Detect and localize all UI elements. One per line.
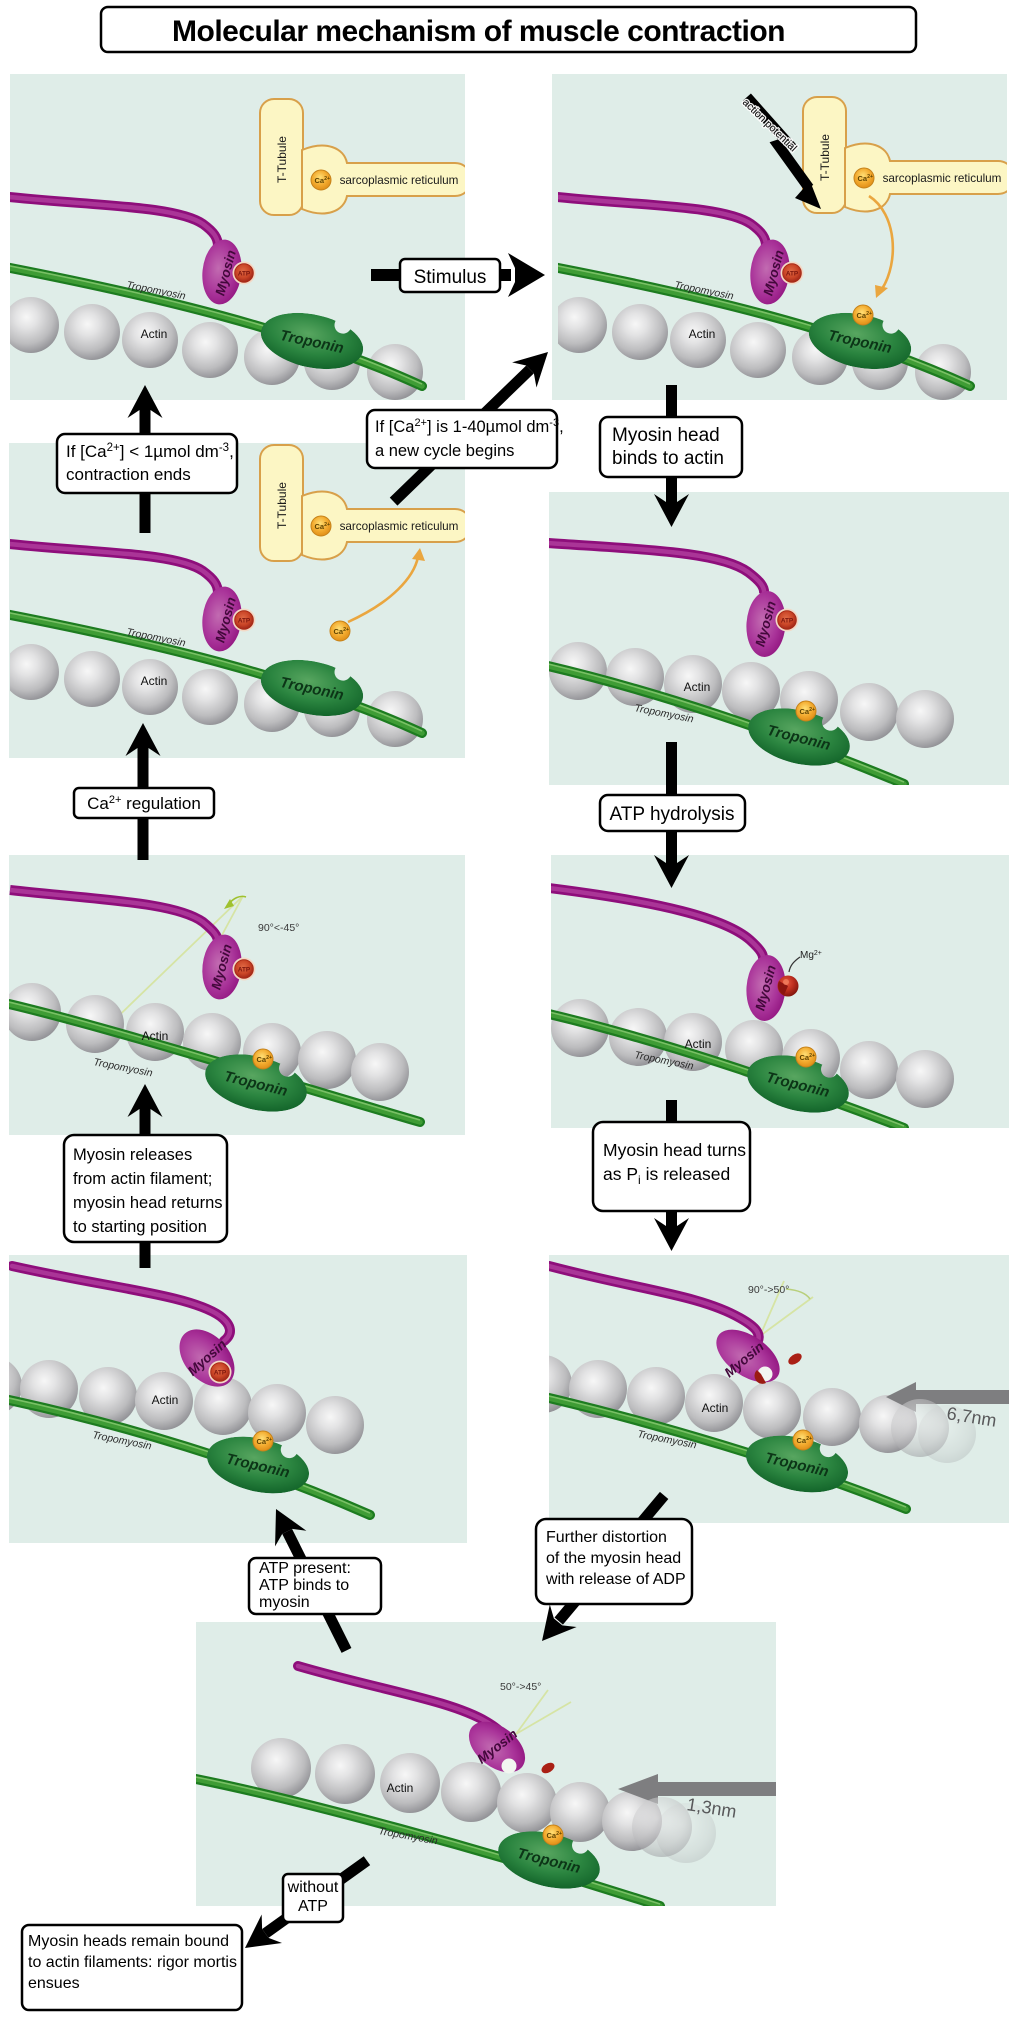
svg-text:If [Ca2+] < 1µmol dm-3,: If [Ca2+] < 1µmol dm-3, [66, 442, 234, 461]
svg-text:myosin: myosin [259, 1594, 310, 1611]
svg-text:Myosin releases: Myosin releases [73, 1146, 192, 1164]
svg-text:Actin: Actin [685, 1037, 712, 1051]
svg-text:Actin: Actin [387, 1781, 414, 1795]
svg-text:Actin: Actin [152, 1393, 179, 1407]
svg-text:binds to actin: binds to actin [612, 448, 724, 469]
svg-text:Stimulus: Stimulus [414, 267, 487, 288]
svg-text:ATP: ATP [298, 1898, 328, 1915]
svg-text:ATP present:: ATP present: [259, 1560, 351, 1577]
svg-text:Myosin head: Myosin head [612, 425, 720, 446]
svg-text:90°->50°: 90°->50° [748, 1284, 789, 1296]
svg-text:without: without [287, 1879, 339, 1896]
svg-text:If [Ca2+] is 1-40µmol dm-3,: If [Ca2+] is 1-40µmol dm-3, [375, 417, 564, 436]
svg-text:a new cycle begins: a new cycle begins [375, 442, 514, 460]
svg-text:Actin: Actin [702, 1401, 729, 1415]
svg-text:Actin: Actin [141, 327, 168, 341]
svg-text:Myosin head turns: Myosin head turns [603, 1140, 746, 1160]
svg-text:contraction ends: contraction ends [66, 465, 191, 484]
svg-text:as Pi is released: as Pi is released [603, 1164, 730, 1187]
svg-text:Molecular mechanism of muscle: Molecular mechanism of muscle contractio… [172, 15, 785, 48]
svg-text:with release of ADP: with release of ADP [545, 1571, 686, 1588]
svg-text:Ca2+ regulation: Ca2+ regulation [87, 794, 201, 813]
svg-text:ensues: ensues [28, 1975, 80, 1992]
svg-text:ATP binds to: ATP binds to [259, 1577, 349, 1594]
svg-text:to starting position: to starting position [73, 1218, 207, 1236]
svg-text:to actin filaments: rigor mort: to actin filaments: rigor mortis [28, 1954, 237, 1971]
svg-text:90°<-45°: 90°<-45° [258, 922, 299, 934]
svg-text:Actin: Actin [142, 1029, 169, 1043]
svg-text:from actin filament;: from actin filament; [73, 1170, 212, 1188]
svg-text:Myosin heads remain bound: Myosin heads remain bound [28, 1933, 229, 1950]
svg-text:Mg2+: Mg2+ [800, 950, 822, 961]
svg-text:Further distortion: Further distortion [546, 1529, 667, 1546]
svg-text:of the myosin head: of the myosin head [546, 1550, 681, 1567]
svg-text:ATP hydrolysis: ATP hydrolysis [610, 804, 735, 825]
svg-text:myosin head returns: myosin head returns [73, 1194, 223, 1212]
svg-text:Actin: Actin [684, 680, 711, 694]
svg-text:50°->45°: 50°->45° [500, 1681, 541, 1693]
